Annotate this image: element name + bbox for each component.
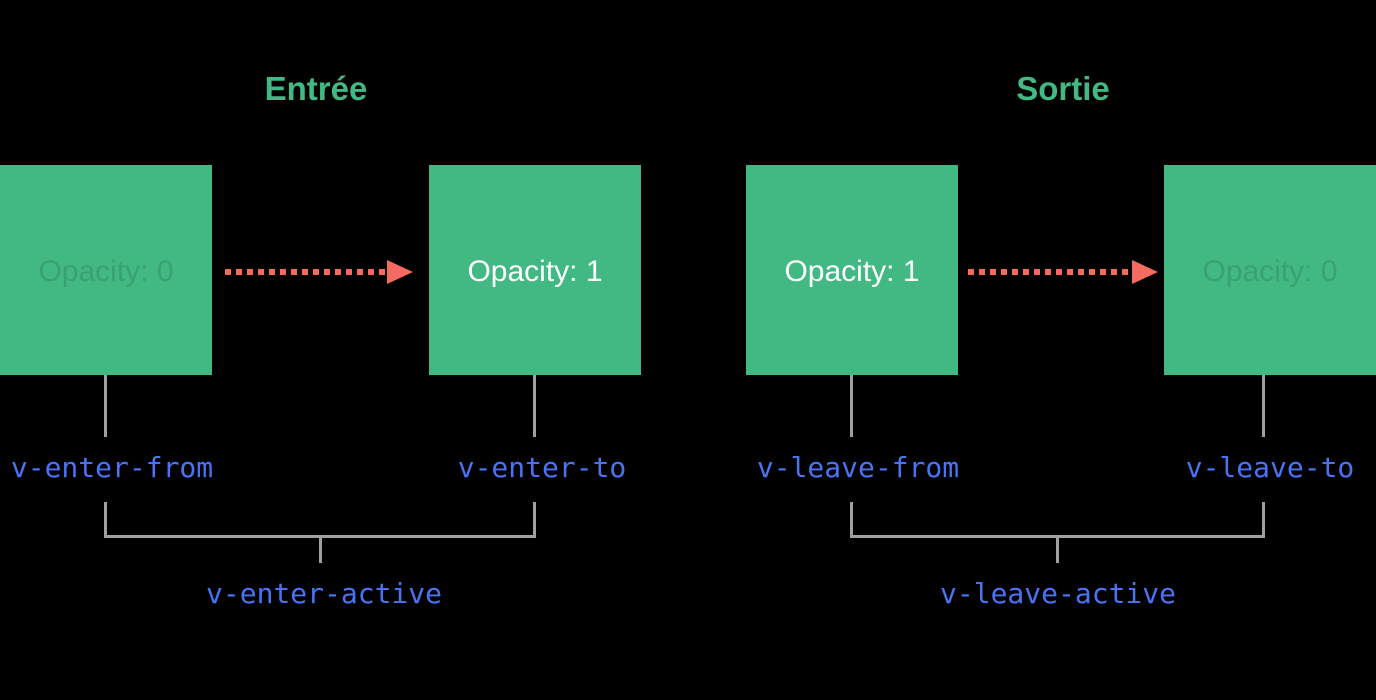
leave-from-connector-line <box>850 375 853 437</box>
class-label-enter-to: v-enter-to <box>457 451 627 484</box>
class-label-leave-active: v-leave-active <box>939 577 1177 610</box>
class-label-enter-active: v-enter-active <box>205 577 443 610</box>
enter-to-box: Opacity: 1 <box>429 165 641 375</box>
enter-from-connector-line <box>104 375 107 437</box>
enter-dashed-arrow-line-icon <box>225 269 387 275</box>
leave-to-connector-line <box>1262 375 1265 437</box>
leave-active-bracket <box>850 502 1265 538</box>
class-label-leave-from: v-leave-from <box>756 451 960 484</box>
enter-section-title: Entrée <box>264 70 368 107</box>
enter-to-opacity-label: Opacity: 1 <box>467 255 603 288</box>
leave-to-opacity-label: Opacity: 0 <box>1202 255 1338 288</box>
enter-from-box: Opacity: 0 <box>0 165 212 375</box>
leave-to-box: Opacity: 0 <box>1164 165 1376 375</box>
leave-active-bracket-stem <box>1056 538 1059 563</box>
leave-arrowhead-icon <box>1132 260 1158 284</box>
enter-to-connector-line <box>533 375 536 437</box>
enter-active-bracket-stem <box>319 538 322 563</box>
enter-arrowhead-icon <box>387 260 413 284</box>
leave-from-opacity-label: Opacity: 1 <box>784 255 920 288</box>
leave-dashed-arrow-line-icon <box>968 269 1132 275</box>
class-label-enter-from: v-enter-from <box>10 451 214 484</box>
leave-section-title: Sortie <box>1016 70 1110 107</box>
class-label-leave-to: v-leave-to <box>1185 451 1355 484</box>
enter-active-bracket <box>104 502 536 538</box>
enter-from-opacity-label: Opacity: 0 <box>38 255 174 288</box>
leave-from-box: Opacity: 1 <box>746 165 958 375</box>
